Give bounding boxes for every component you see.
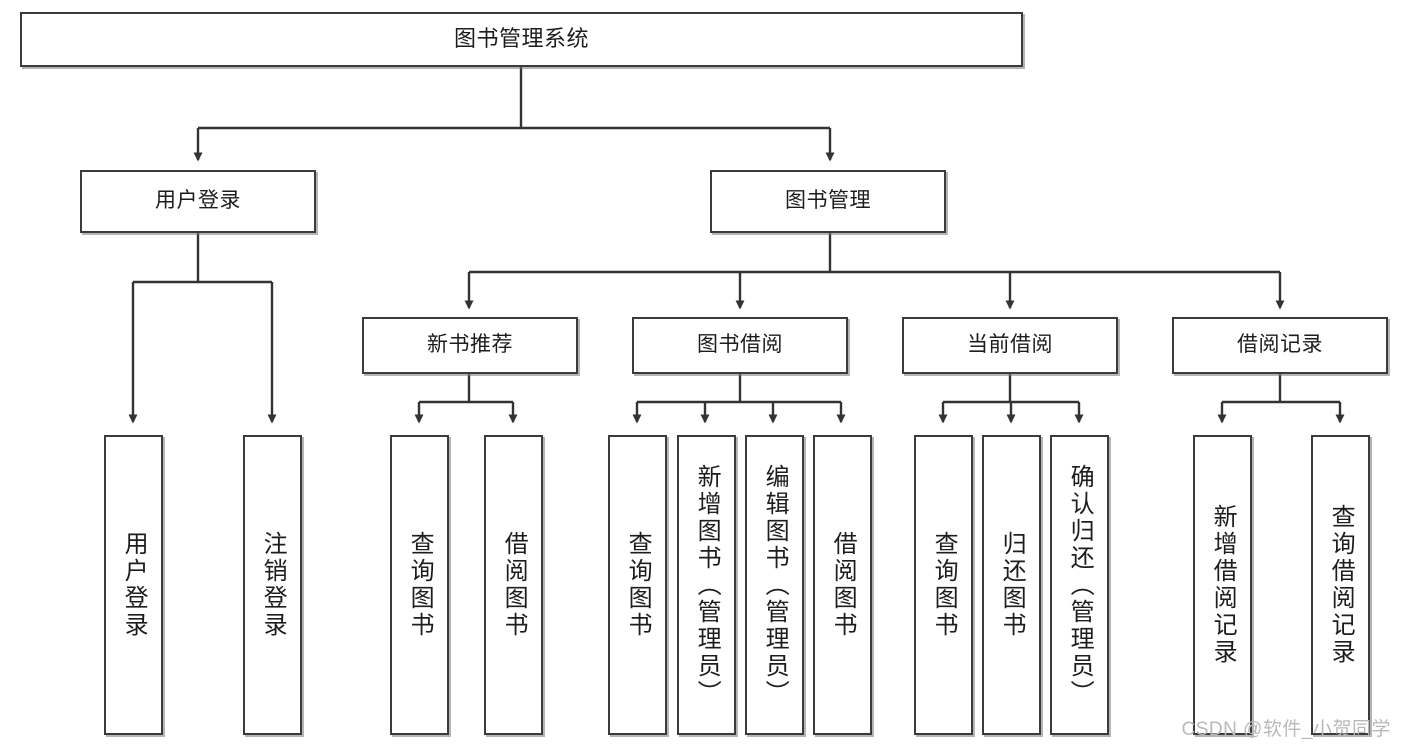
leaf-book-borrow-query-books[interactable]: 查询图书 (608, 435, 667, 735)
node-label: 查询图书 (624, 531, 652, 639)
leaf-borrow-record-query-record[interactable]: 查询借阅记录 (1311, 435, 1370, 735)
node-label: 借阅记录 (1237, 333, 1323, 357)
node-label: 图书管理 (785, 189, 871, 213)
leaf-book-borrow-edit-book-admin[interactable]: 编辑图书（管理员） (745, 435, 804, 735)
leaf-current-borrow-query-books[interactable]: 查询图书 (914, 435, 973, 735)
node-label: 确认归还（管理员） (1066, 463, 1094, 707)
node-label: 编辑图书（管理员） (761, 463, 789, 707)
leaf-current-borrow-return-books[interactable]: 归还图书 (982, 435, 1041, 735)
node-label: 查询图书 (406, 531, 434, 639)
node-label: 用户登录 (155, 189, 241, 213)
node-label: 查询图书 (930, 531, 958, 639)
node-label: 注销登录 (259, 531, 287, 639)
node-label: 图书借阅 (697, 333, 783, 357)
leaf-current-borrow-confirm-return-admin[interactable]: 确认归还（管理员） (1050, 435, 1109, 735)
leaf-new-book-borrow-books[interactable]: 借阅图书 (484, 435, 543, 735)
node-label: 借阅图书 (500, 531, 528, 639)
node-user-login[interactable]: 用户登录 (80, 170, 316, 233)
leaf-user-login-signout[interactable]: 注销登录 (243, 435, 302, 735)
node-root-library-management-system[interactable]: 图书管理系统 (20, 12, 1023, 67)
node-label: 新书推荐 (427, 333, 513, 357)
leaf-borrow-record-add-record[interactable]: 新增借阅记录 (1193, 435, 1252, 735)
node-label: 新增借阅记录 (1209, 504, 1237, 666)
node-label: 新增图书（管理员） (693, 463, 721, 707)
node-new-book-recommendation[interactable]: 新书推荐 (362, 317, 578, 374)
node-label: 查询借阅记录 (1327, 504, 1355, 666)
node-label: 当前借阅 (967, 333, 1053, 357)
leaf-new-book-query-books[interactable]: 查询图书 (390, 435, 449, 735)
csdn-watermark: CSDN @软件_小贺同学 (1181, 719, 1391, 740)
node-book-borrowing[interactable]: 图书借阅 (632, 317, 848, 374)
node-current-borrowing[interactable]: 当前借阅 (902, 317, 1118, 374)
node-book-management[interactable]: 图书管理 (710, 170, 946, 233)
node-borrowing-records[interactable]: 借阅记录 (1172, 317, 1388, 374)
node-label: 用户登录 (120, 531, 148, 639)
leaf-user-login-signin[interactable]: 用户登录 (104, 435, 163, 735)
node-label: 图书管理系统 (453, 26, 589, 52)
leaf-book-borrow-borrow-books[interactable]: 借阅图书 (813, 435, 872, 735)
node-label: 归还图书 (998, 531, 1026, 639)
leaf-book-borrow-add-book-admin[interactable]: 新增图书（管理员） (677, 435, 736, 735)
node-label: 借阅图书 (829, 531, 857, 639)
